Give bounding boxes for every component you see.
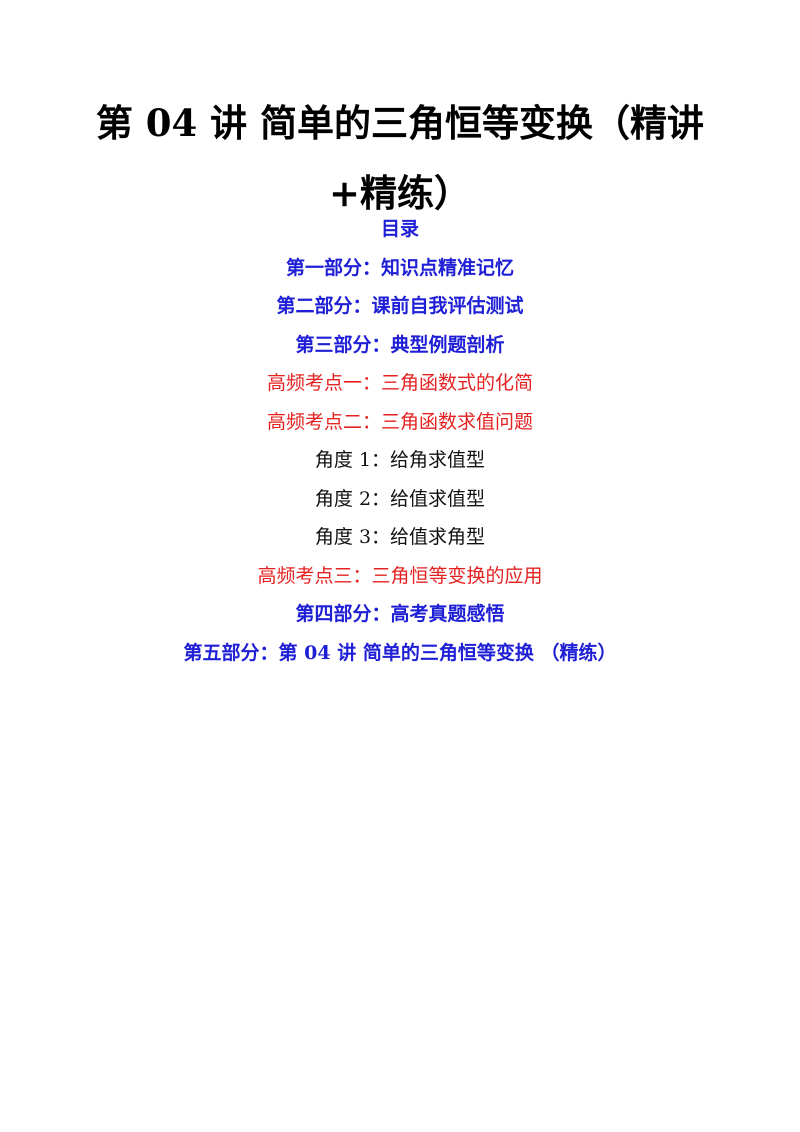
document-title: 第 04 讲 简单的三角恒等变换（精讲+精练） xyxy=(95,101,705,215)
toc-item-topic-3[interactable]: 高频考点三：三角恒等变换的应用 xyxy=(257,564,543,587)
toc-item-part-4[interactable]: 第四部分：高考真题感悟 xyxy=(295,603,505,625)
toc-item-part-5[interactable]: 第五部分：第 04 讲 简单的三角恒等变换 （精练） xyxy=(183,641,617,664)
toc-item-part-3[interactable]: 第三部分：典型例题剖析 xyxy=(295,333,505,356)
toc-item-part-2[interactable]: 第二部分：课前自我评估测试 xyxy=(276,295,524,317)
toc-item-angle-1[interactable]: 角度 1：给角求值型 xyxy=(314,449,486,471)
table-of-contents: 目录 第一部分：知识点精准记忆 第二部分：课前自我评估测试 第三部分：典型例题剖… xyxy=(0,210,800,672)
toc-item-topic-1[interactable]: 高频考点一：三角函数式的化简 xyxy=(266,372,533,394)
toc-item-angle-3[interactable]: 角度 3：给值求角型 xyxy=(314,526,486,548)
toc-item-topic-2[interactable]: 高频考点二：三角函数求值问题 xyxy=(266,410,533,433)
toc-heading: 目录 xyxy=(380,218,419,240)
toc-item-angle-2[interactable]: 角度 2：给值求值型 xyxy=(314,487,486,510)
toc-item-part-1[interactable]: 第一部分：知识点精准记忆 xyxy=(285,256,514,279)
